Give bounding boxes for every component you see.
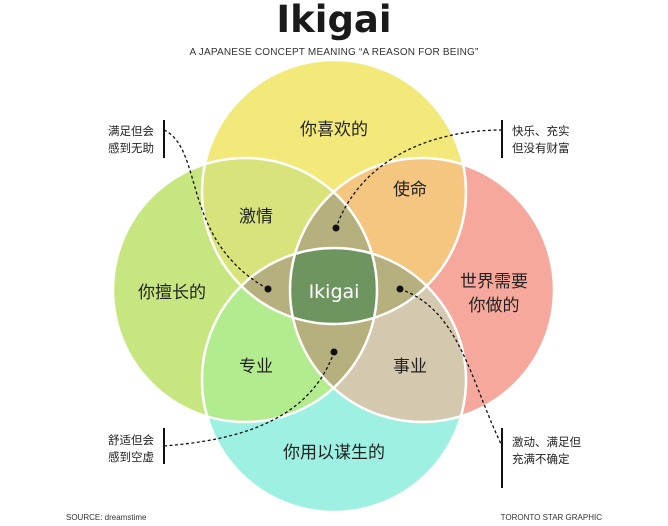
label-vocation: 事业: [393, 357, 427, 377]
ring-bottom: [200, 246, 468, 514]
source-credit: SOURCE: dreamstime: [66, 513, 147, 522]
leader-dot-bottom-left: [330, 348, 338, 356]
note-top-left-line2: 感到无助: [108, 141, 154, 155]
leader-line-top-left: [163, 129, 269, 290]
overlap-petal-bottom-right: [290, 248, 377, 422]
note-bottom-right-line1: 激动、满足但: [512, 435, 581, 449]
note-bottom-left-line1: 舒适但会: [108, 433, 154, 447]
label-mission: 使命: [393, 179, 427, 200]
note-bottom-right-line2: 充满不确定: [512, 452, 570, 466]
label-ikigai-center: Ikigai: [309, 281, 360, 303]
page-subtitle: A JAPANESE CONCEPT MEANING “A REASON FOR…: [189, 47, 478, 58]
note-top-left-line1: 满足但会: [108, 124, 154, 138]
leader-line-bottom-right: [399, 288, 503, 447]
leader-dot-bottom-right: [396, 285, 404, 293]
label-what-you-can-be-paid-for: 你用以谋生的: [283, 443, 385, 463]
note-top-right-line1: 快乐、充实: [512, 124, 570, 138]
label-profession: 专业: [239, 357, 273, 377]
note-top-right-line2: 但没有财富: [512, 141, 570, 155]
label-what-the-world-needs-line1: 世界需要: [460, 272, 528, 292]
label-what-the-world-needs-line2: 你做的: [469, 296, 520, 316]
note-bottom-left-line2: 感到空虚: [108, 450, 154, 464]
ring-left: [111, 156, 379, 424]
overlap-petal-top-left: [290, 158, 377, 324]
label-what-you-love: 你喜欢的: [300, 120, 368, 140]
label-what-you-are-good-at: 你擅长的: [138, 283, 206, 303]
label-passion: 激情: [239, 207, 273, 227]
ring-top: [200, 58, 468, 326]
leader-line-top-right: [335, 129, 503, 229]
graphic-credit: TORONTO STAR GRAPHIC: [501, 513, 603, 522]
ring-right: [288, 156, 556, 424]
leader-dot-top-right: [332, 224, 340, 232]
page-title: Ikigai: [276, 0, 391, 41]
leader-dot-top-left: [264, 285, 272, 293]
leader-line-bottom-left: [163, 351, 335, 447]
